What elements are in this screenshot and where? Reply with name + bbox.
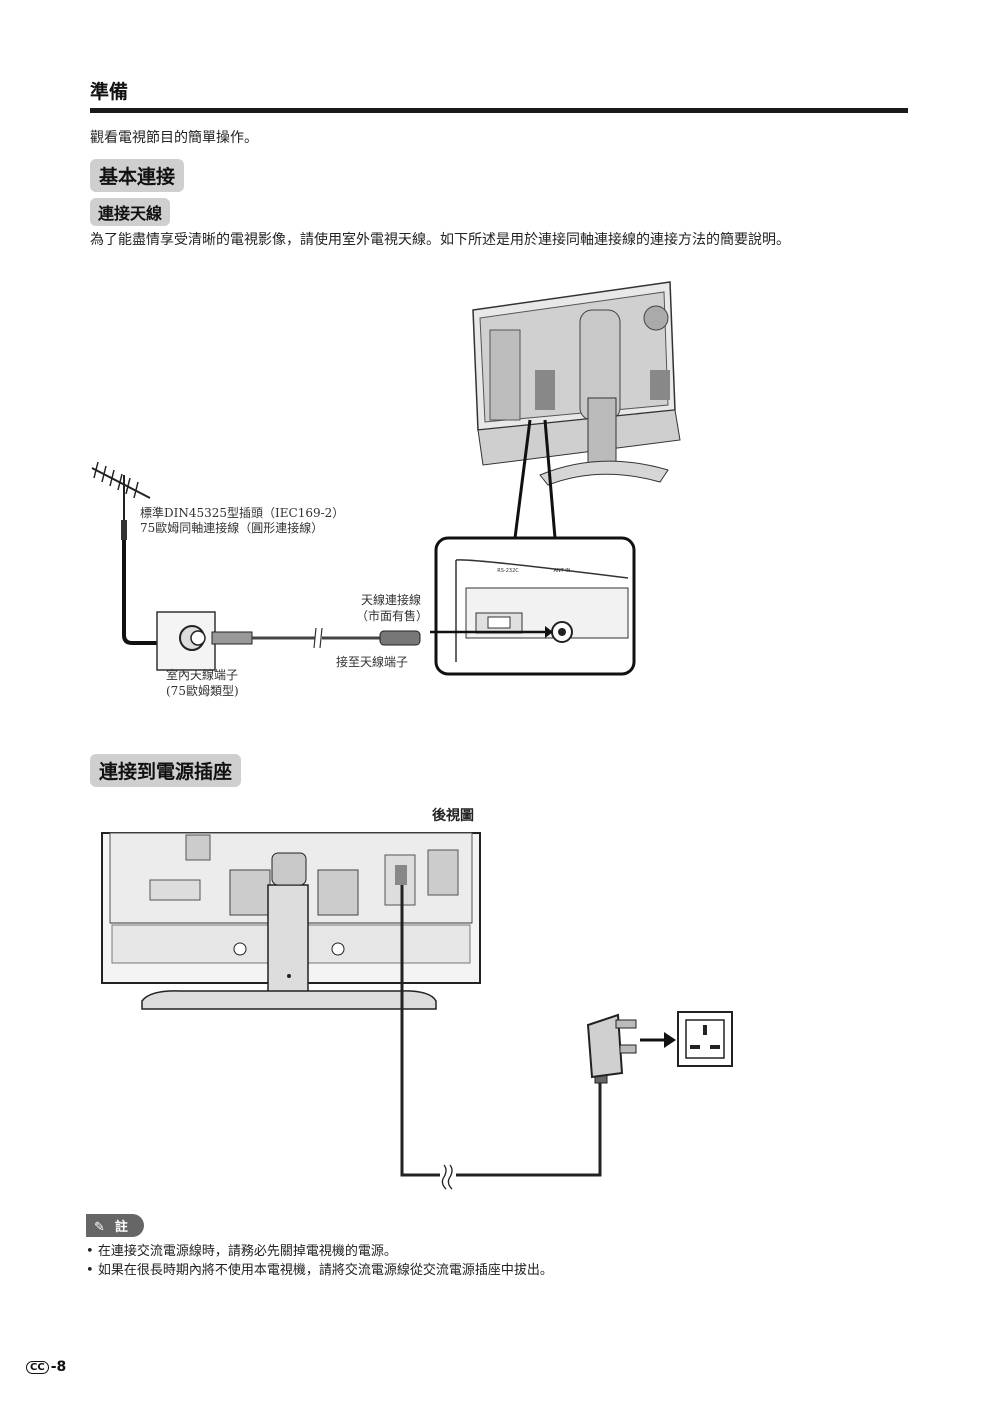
terminal-label-2: (75歐姆類型) bbox=[166, 684, 239, 698]
section-power-connection: 連接到電源插座 bbox=[90, 754, 242, 787]
page-title: 準備 bbox=[90, 81, 129, 103]
wall-socket-icon bbox=[677, 1011, 733, 1067]
connect-to-terminal-label: 接至天線端子 bbox=[336, 655, 409, 669]
note-item: • 如果在很長時期內將不使用本電視機，請將交流電源線從交流電源插座中拔出。 bbox=[86, 1263, 553, 1278]
panel-label-rs232c: RS-232C bbox=[497, 568, 519, 574]
antenna-input-closeup: RS-232C ANT IN bbox=[430, 536, 636, 676]
language-badge-icon: CC bbox=[26, 1360, 49, 1374]
antenna-description: 為了能盡情享受清晰的電視影像，請使用室外電視天線。如下所述是用於連接同軸連接線的… bbox=[90, 232, 790, 248]
plug-label-2: 75歐姆同軸連接線（圓形連接線） bbox=[140, 521, 324, 535]
plug-label-1: 標準DIN45325型插頭（IEC169-2） bbox=[140, 506, 345, 520]
antenna-connection-diagram: RS-232C ANT IN bbox=[91, 281, 681, 676]
outdoor-antenna-icon bbox=[91, 461, 151, 540]
cable-label-2: （市面有售） bbox=[356, 609, 429, 623]
power-plug-icon bbox=[586, 1013, 637, 1084]
cable-label-1: 天線連接線 bbox=[361, 593, 422, 607]
terminal-label-1: 室內天線端子 bbox=[166, 668, 239, 682]
note-item: • 在連接交流電源線時，請務必先關掉電視機的電源。 bbox=[86, 1244, 397, 1259]
subsection-antenna: 連接天線 bbox=[90, 198, 171, 226]
wall-antenna-terminal bbox=[156, 611, 216, 671]
tv-rear-illustration bbox=[472, 281, 681, 486]
tv-rear-view-illustration bbox=[101, 832, 481, 1010]
title-rule bbox=[90, 108, 908, 113]
rear-view-label: 後視圖 bbox=[432, 808, 474, 824]
intro-text: 觀看電視節目的簡單操作。 bbox=[90, 130, 258, 146]
paperclip-icon: ✎ bbox=[94, 1220, 105, 1235]
panel-label-ant-in: ANT IN bbox=[553, 568, 570, 574]
section-basic-connection: 基本連接 bbox=[90, 159, 185, 192]
note-badge: ✎註 bbox=[86, 1214, 144, 1237]
power-connection-diagram bbox=[101, 832, 733, 1190]
page-number: CC -8 bbox=[26, 1359, 66, 1375]
coaxial-cable bbox=[211, 627, 421, 649]
